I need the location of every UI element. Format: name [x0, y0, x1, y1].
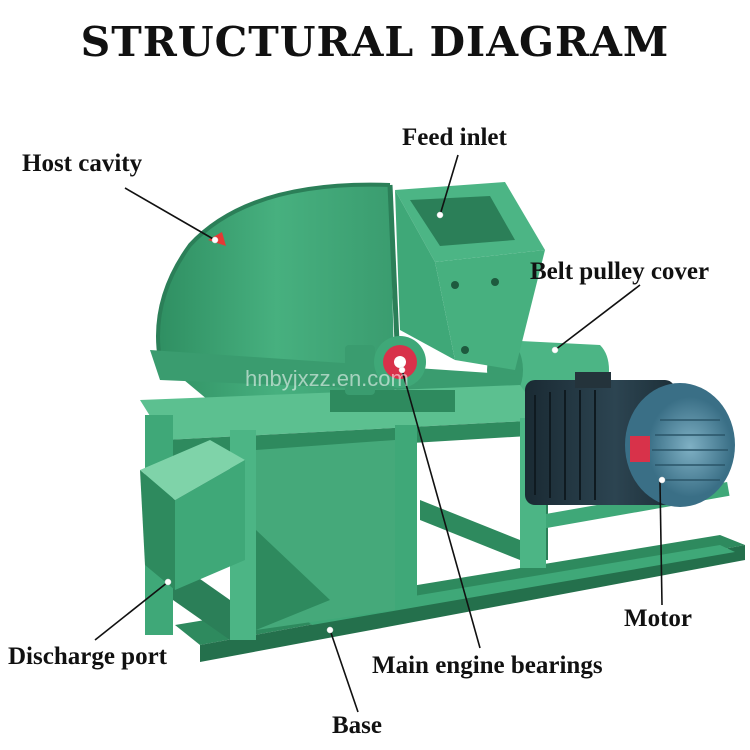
- leader-feed-inlet: [439, 154, 459, 216]
- leader-discharge-port: [94, 581, 169, 641]
- cavity-flange: [150, 350, 520, 395]
- label-host-cavity: Host cavity: [22, 150, 143, 177]
- main-engine-bearings: [330, 336, 455, 412]
- diagram-title: STRUCTURAL DIAGRAM: [80, 18, 670, 66]
- leader-main-engine-bearings: [401, 369, 481, 649]
- label-base: Base: [332, 712, 382, 739]
- leader-lines: [94, 154, 663, 713]
- feed-inlet: [395, 182, 545, 370]
- leader-motor: [659, 481, 663, 606]
- leader-host-cavity: [124, 187, 216, 241]
- motor: [525, 372, 735, 507]
- label-main-engine-bearings: Main engine bearings: [372, 652, 603, 679]
- leader-base: [329, 629, 359, 713]
- label-feed-inlet: Feed inlet: [402, 124, 507, 151]
- leader-belt-pulley-cover: [554, 284, 641, 351]
- label-discharge-port: Discharge port: [8, 643, 167, 670]
- discharge-port: [140, 440, 245, 590]
- label-belt-pulley-cover: Belt pulley cover: [530, 258, 710, 285]
- label-motor: Motor: [624, 605, 693, 632]
- watermark-text: hnbyjxzz.en.com: [245, 366, 409, 391]
- leader-dots: [164, 211, 666, 634]
